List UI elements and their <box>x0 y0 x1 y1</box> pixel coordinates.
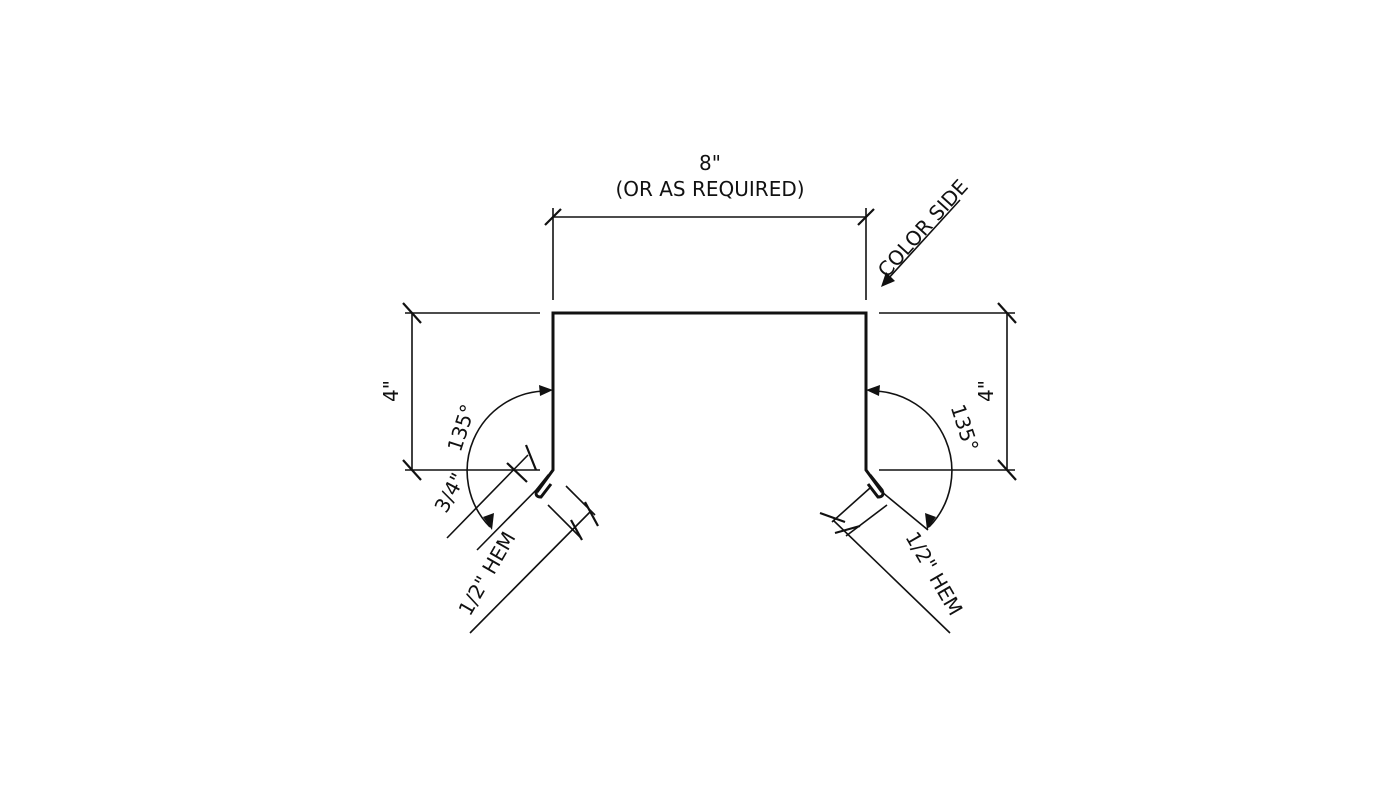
left-hem-tick-a <box>570 519 583 541</box>
right-hem-extension-b <box>845 504 888 537</box>
left-height-tick-bottom <box>402 459 422 481</box>
left-leg-label: 3/4" <box>430 469 471 517</box>
right-angle-arrowhead-top <box>866 385 880 396</box>
right-hem-fold <box>866 474 885 499</box>
left-leg-dimension: 3/4" <box>430 444 547 551</box>
left-height-dimension: 4" <box>379 302 540 481</box>
left-leg-tick-b <box>524 444 538 471</box>
right-angle-extension <box>881 491 929 531</box>
color-side-leader <box>886 199 961 281</box>
left-angle-arc <box>466 390 549 528</box>
left-leg-tick-a <box>506 462 528 483</box>
right-hem-label: 1/2" HEM <box>900 527 967 619</box>
color-side-callout: COLOR SIDE <box>873 175 973 287</box>
width-dimension-label: 8" <box>699 151 721 175</box>
profile-outline <box>535 311 884 493</box>
right-hem-dimension: 1/2" HEM <box>819 487 968 634</box>
left-height-label: 4" <box>379 380 403 402</box>
right-angle-arc <box>870 390 953 528</box>
width-dimension: 8" (OR AS REQUIRED) <box>544 151 875 300</box>
right-angle-label: 135° <box>946 401 984 454</box>
left-angle-arrowhead-top <box>539 385 553 396</box>
left-angle-label: 135° <box>442 401 480 454</box>
right-height-dimension: 4" <box>879 302 1017 481</box>
left-leg-extension-inner <box>476 479 547 551</box>
color-side-label: COLOR SIDE <box>873 175 973 282</box>
width-tick-right <box>857 208 875 226</box>
left-hem-dimension: 1/2" HEM <box>453 485 599 634</box>
left-hem-label: 1/2" HEM <box>453 527 520 619</box>
left-hem-leader <box>469 511 591 634</box>
left-hem-extension-a <box>547 504 582 539</box>
right-height-tick-bottom <box>997 459 1017 481</box>
left-angle-arrowhead-bottom <box>483 513 494 530</box>
right-hem-extension-a <box>831 487 871 523</box>
color-side-arrowhead <box>881 272 895 287</box>
right-height-label: 4" <box>974 380 998 402</box>
flashing-profile <box>534 311 885 499</box>
right-hem-tick-b <box>834 524 861 535</box>
width-tick-left <box>544 208 562 226</box>
left-angle-dimension: 135° <box>442 385 553 530</box>
right-hem-leader <box>832 519 951 634</box>
left-height-tick-top <box>402 302 422 324</box>
right-angle-arrowhead-bottom <box>925 513 936 530</box>
width-note-label: (OR AS REQUIRED) <box>615 177 804 201</box>
left-hem-tick-b <box>584 501 599 527</box>
right-height-tick-top <box>997 302 1017 324</box>
right-hem-tick-a <box>819 511 846 524</box>
